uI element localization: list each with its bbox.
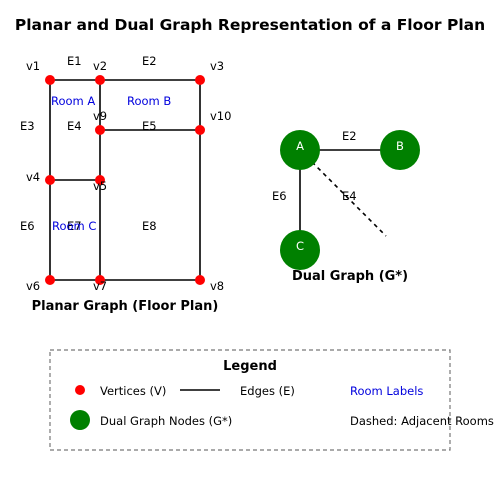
vertex-label-v10: v10 [210, 109, 231, 123]
edge-label-e7: E7 [67, 219, 82, 233]
vertex-label-v9: v9 [93, 109, 107, 123]
legend-vertices-label: Vertices (V) [100, 384, 166, 398]
vertex-v10 [195, 125, 205, 135]
planar-edges [49, 79, 201, 281]
planar-caption: Planar Graph (Floor Plan) [32, 299, 219, 314]
vertex-v6 [45, 275, 55, 285]
room-label-b: Room B [127, 94, 171, 108]
vertex-label-v2: v2 [93, 59, 107, 73]
dual-edge-label-e4: E4 [342, 189, 357, 203]
legend-dual-nodes-label: Dual Graph Nodes (G*) [100, 414, 232, 428]
edge-label-e2: E2 [142, 54, 157, 68]
vertex-label-v6: v6 [26, 279, 40, 293]
vertex-label-v3: v3 [210, 59, 224, 73]
legend-dual-node-swatch [70, 410, 90, 430]
legend-title: Legend [223, 359, 277, 374]
vertex-v1 [45, 75, 55, 85]
vertex-v3 [195, 75, 205, 85]
room-label-c: Room C [52, 219, 96, 233]
dual-caption: Dual Graph (G*) [292, 269, 408, 284]
vertex-v8 [195, 275, 205, 285]
edge-label-e1: E1 [67, 54, 82, 68]
page-title: Planar and Dual Graph Representation of … [15, 16, 485, 34]
edge-label-e3: E3 [20, 119, 35, 133]
legend-edges-label: Edges (E) [240, 384, 295, 398]
edge-label-e8: E8 [142, 219, 157, 233]
edge-label-e6: E6 [20, 219, 35, 233]
dual-node-label-c: C [296, 239, 304, 253]
dual-node-label-a: A [296, 139, 304, 153]
dual-node-a [280, 130, 320, 170]
vertex-labels: v1 v2 v3 v4 v5 v6 v7 v8 v9 v10 [26, 59, 231, 293]
edge-label-e4: E4 [67, 119, 82, 133]
legend-dashed-label: Dashed: Adjacent Rooms [350, 414, 494, 428]
vertex-v4 [45, 175, 55, 185]
legend-box [49, 349, 451, 451]
legend: Legend Vertices (V) Edges (E) Room Label… [49, 349, 494, 451]
edge-label-e5: E5 [142, 119, 157, 133]
vertex-v9 [95, 125, 105, 135]
vertex-v2 [95, 75, 105, 85]
vertex-label-v1: v1 [26, 59, 40, 73]
vertex-label-v5: v5 [93, 179, 107, 193]
dual-edge-dashed [311, 161, 387, 237]
planar-vertices [45, 75, 205, 285]
vertex-v7 [95, 275, 105, 285]
dual-graph: A B C E2 E6 E4 [272, 129, 420, 270]
room-label-a: Room A [51, 94, 95, 108]
dual-node-label-b: B [396, 139, 404, 153]
dual-node-b [380, 130, 420, 170]
room-labels: Room A Room B Room C [51, 94, 171, 233]
legend-room-labels: Room Labels [350, 384, 423, 398]
edge-labels: E1 E2 E3 E4 E5 E6 E7 E8 [20, 54, 157, 233]
vertex-v5 [95, 175, 105, 185]
dual-node-c [280, 230, 320, 270]
dual-edge-label-e6: E6 [272, 189, 287, 203]
dual-edge-label-e2: E2 [342, 129, 357, 143]
vertex-label-v8: v8 [210, 279, 224, 293]
vertex-label-v4: v4 [26, 170, 40, 184]
vertex-label-v7: v7 [93, 279, 107, 293]
legend-vertex-swatch [75, 385, 85, 395]
